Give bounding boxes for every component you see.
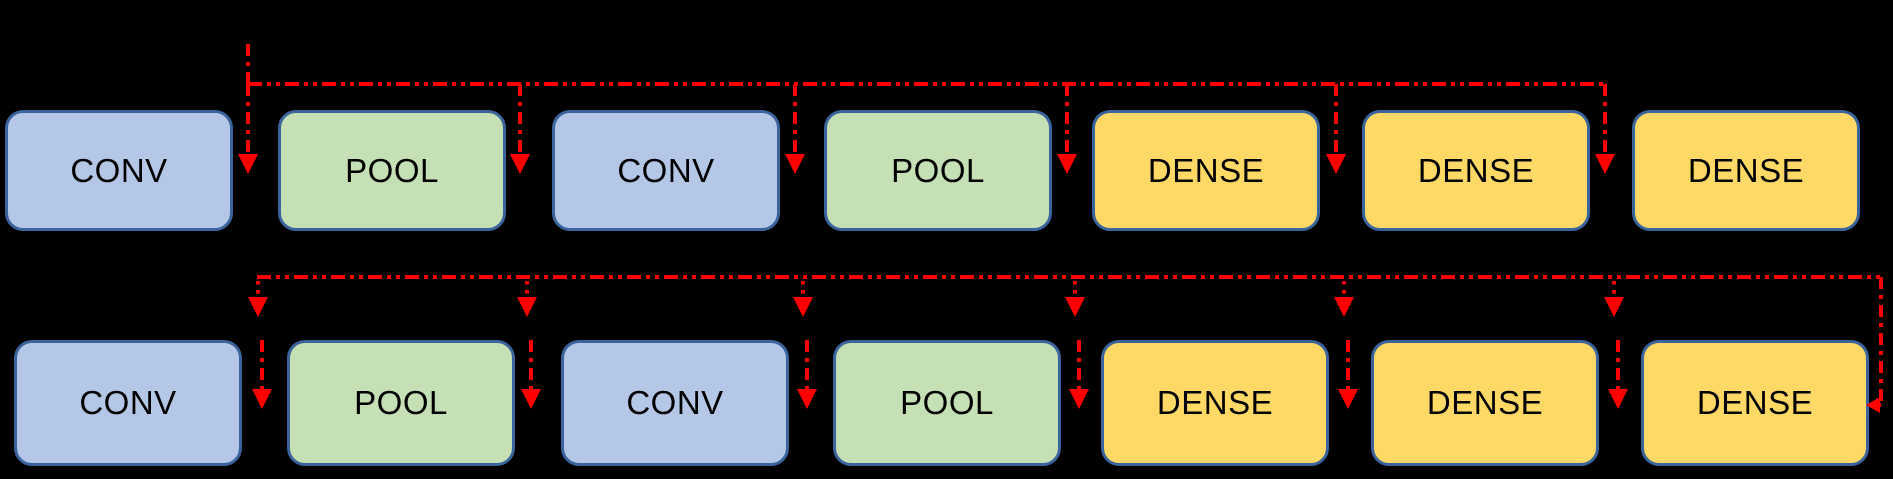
- arrowhead-down-icon: [1326, 154, 1346, 174]
- row-1-block-2-pool: POOL: [278, 110, 506, 231]
- layer-label: CONV: [70, 151, 168, 189]
- arrowhead-down-icon: [1604, 297, 1624, 317]
- row-1-block-6-dense: DENSE: [1362, 110, 1590, 231]
- arrowhead-down-icon: [517, 297, 537, 317]
- arrowhead-down-icon: [793, 297, 813, 317]
- layer-label: CONV: [617, 151, 715, 189]
- arrowhead-down-icon: [510, 154, 530, 174]
- layer-label: CONV: [79, 384, 177, 421]
- arrowhead-down-icon: [797, 389, 817, 409]
- layer-label: DENSE: [1156, 384, 1274, 421]
- arrowhead-down-icon: [1334, 297, 1354, 317]
- row-2-block-6-dense: DENSE: [1371, 340, 1599, 466]
- row-1-block-7-dense: DENSE: [1632, 110, 1860, 231]
- arrowhead-down-icon: [1338, 389, 1358, 409]
- arrowhead-down-icon: [785, 154, 805, 174]
- row-2-block-7-dense: DENSE: [1641, 340, 1869, 466]
- arrowhead-down-icon: [252, 389, 272, 409]
- layer-label: DENSE: [1417, 151, 1535, 189]
- row-1-block-5-dense: DENSE: [1092, 110, 1320, 231]
- arrowhead-down-icon: [1069, 389, 1089, 409]
- row-2-block-1-conv: CONV: [14, 340, 242, 466]
- row-2-block-3-conv: CONV: [561, 340, 789, 466]
- arrowhead-down-icon: [1608, 389, 1628, 409]
- arrowhead-down-icon: [1065, 297, 1085, 317]
- arrowhead-down-icon: [521, 389, 541, 409]
- layer-label: DENSE: [1147, 151, 1265, 189]
- row-2-block-5-dense: DENSE: [1101, 340, 1329, 466]
- layer-label: POOL: [345, 151, 439, 189]
- row-1-block-1-conv: CONV: [5, 110, 233, 231]
- layer-label: DENSE: [1696, 384, 1814, 421]
- row-1-block-4-pool: POOL: [824, 110, 1052, 231]
- layer-label: POOL: [900, 384, 994, 421]
- row-2-block-2-pool: POOL: [287, 340, 515, 466]
- layer-label: DENSE: [1687, 151, 1805, 189]
- row-2-block-4-pool: POOL: [833, 340, 1061, 466]
- layer-label: DENSE: [1426, 384, 1544, 421]
- layer-label: POOL: [354, 384, 448, 421]
- arrowhead-down-icon: [1057, 154, 1077, 174]
- arrowhead-down-icon: [248, 297, 268, 317]
- arrowhead-down-icon: [1595, 154, 1615, 174]
- arrowhead-down-icon: [238, 154, 258, 174]
- layer-label: POOL: [891, 151, 985, 189]
- row-1-block-3-conv: CONV: [552, 110, 780, 231]
- layer-label: CONV: [626, 384, 724, 421]
